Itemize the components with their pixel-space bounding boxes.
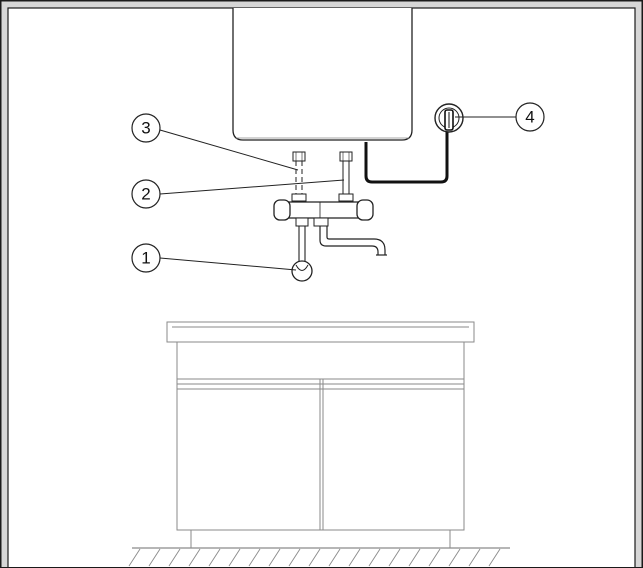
floor-hatch-stroke — [428, 548, 441, 567]
floor-hatch-stroke — [208, 548, 221, 567]
floor-hatch-stroke — [188, 548, 201, 567]
water-heater-tank — [232, 8, 413, 141]
callout-2-label: 2 — [141, 185, 150, 204]
callout-2: 2 — [131, 179, 161, 209]
floor-hatch-stroke — [408, 548, 421, 567]
floor-hatch-stroke — [388, 548, 401, 567]
floor-hatch-stroke — [488, 548, 501, 567]
floor-hatch-stroke — [168, 548, 181, 567]
floor-hatch-stroke — [328, 548, 341, 567]
sink-cabinet — [166, 321, 475, 549]
floor-hatch-stroke — [228, 548, 241, 567]
floor-hatch-stroke — [288, 548, 301, 567]
floor-hatch-stroke — [348, 548, 361, 567]
callout-1-label: 1 — [141, 249, 150, 268]
callout-4: 4 — [515, 102, 545, 132]
floor-hatch-stroke — [248, 548, 261, 567]
floor-hatch-stroke — [128, 548, 141, 567]
callout-4-label: 4 — [525, 108, 534, 127]
power-cable — [364, 128, 449, 184]
floor-hatch-stroke — [148, 548, 161, 567]
connection-pipes — [291, 161, 354, 202]
floor-hatch-stroke — [448, 548, 461, 567]
drain-siphon — [291, 217, 313, 282]
tap-spout — [319, 226, 387, 256]
floor-hatch-stroke — [268, 548, 281, 567]
floor-hatch-stroke — [468, 548, 481, 567]
mixer-tap — [273, 199, 374, 227]
wall-socket — [434, 103, 464, 133]
floor-hatch-stroke — [368, 548, 381, 567]
callout-1: 1 — [131, 243, 161, 273]
callout-3: 3 — [131, 113, 161, 143]
tank-connection-nuts — [292, 151, 353, 162]
floor-hatch-stroke — [308, 548, 321, 567]
floor — [128, 547, 510, 567]
callout-leaders — [159, 116, 516, 271]
callout-3-label: 3 — [141, 119, 150, 138]
